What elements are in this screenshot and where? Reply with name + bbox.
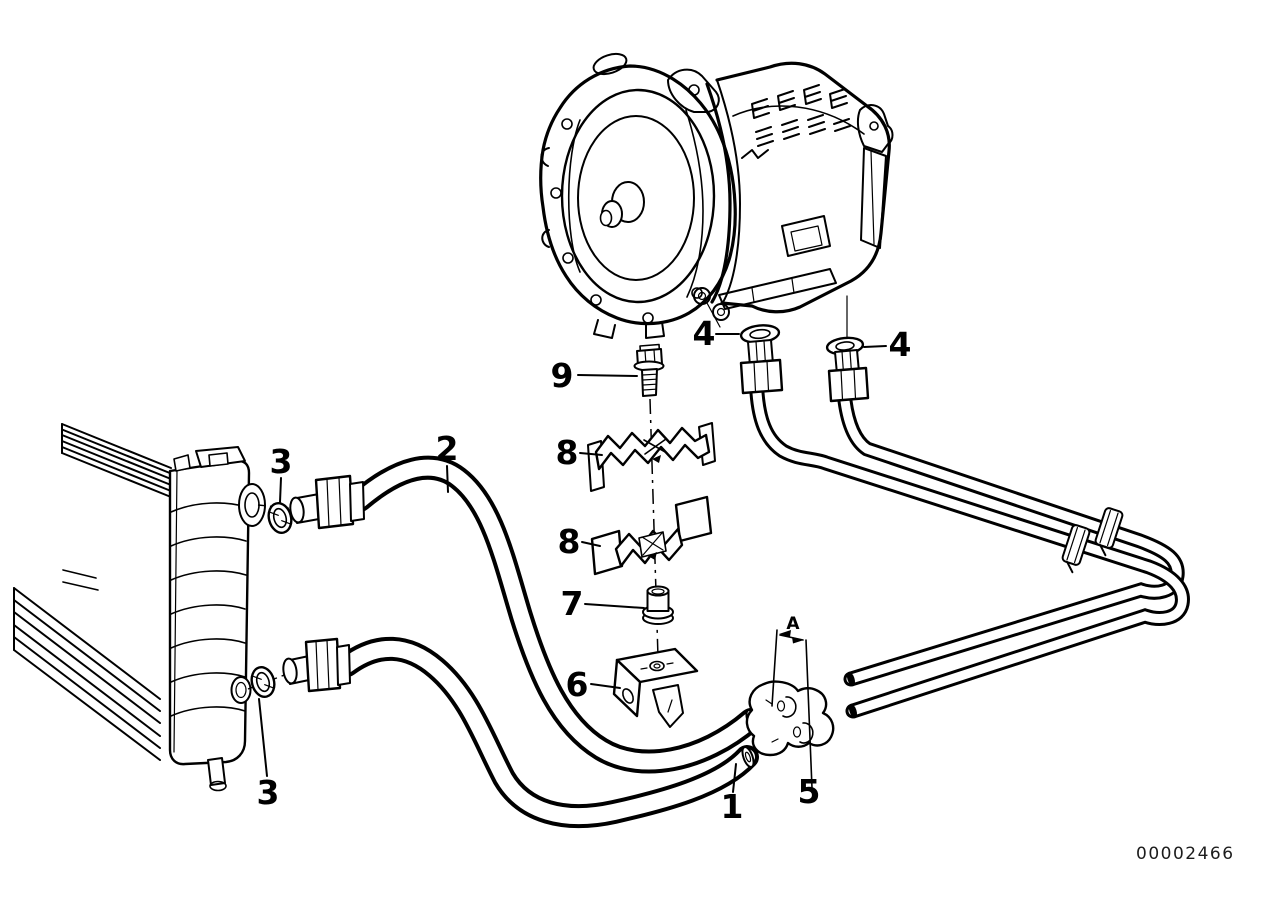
rear-mount-hole bbox=[869, 121, 879, 131]
dimension-ext-left bbox=[771, 629, 778, 707]
bush-7 bbox=[642, 585, 674, 625]
callout-8-upper: 8 bbox=[556, 433, 579, 472]
dimension-label: A bbox=[786, 614, 800, 634]
bracket-6 bbox=[612, 647, 699, 728]
callout-4-right-leader bbox=[863, 345, 887, 348]
torque-converter-ring bbox=[577, 115, 695, 281]
callout-8-lower: 8 bbox=[558, 522, 581, 561]
case-flange-rear bbox=[716, 79, 741, 305]
pipe-fitting-left bbox=[739, 339, 784, 395]
starter-boss-hole bbox=[688, 84, 700, 96]
upper-assembly-axis bbox=[257, 504, 297, 510]
callout-7-leader bbox=[584, 603, 645, 609]
rear-mount-hook bbox=[856, 104, 894, 153]
rear-bar bbox=[860, 147, 887, 249]
pipe-b bbox=[749, 385, 1190, 719]
upper-hose-fill bbox=[352, 459, 759, 770]
clamp-5-hole-2 bbox=[792, 726, 802, 738]
radiator bbox=[13, 423, 266, 792]
clamp-5-detail bbox=[765, 699, 779, 743]
lower-outlet bbox=[230, 676, 252, 704]
transmission bbox=[539, 52, 894, 340]
tank-body bbox=[168, 459, 251, 766]
drawing-number: 00002466 bbox=[1136, 844, 1235, 864]
callout-1-leader bbox=[732, 763, 737, 793]
callout-3-lower-leader bbox=[258, 698, 268, 777]
callout-3-upper: 3 bbox=[270, 442, 293, 481]
shaft-tip bbox=[599, 209, 613, 227]
callout-1: 1 bbox=[721, 787, 744, 826]
case-flange-front bbox=[705, 82, 732, 304]
clamp-5-body bbox=[745, 680, 835, 757]
pipe-a-end bbox=[846, 671, 856, 687]
oil-hoses bbox=[247, 455, 763, 829]
tank-edge-line bbox=[173, 469, 178, 753]
callouts: 1 2 3 3 4 4 5 6 7 8 8 9 bbox=[257, 314, 912, 826]
clamp-8-lower bbox=[590, 495, 713, 576]
starter-boss bbox=[667, 68, 720, 113]
dimension-arrow-right bbox=[792, 637, 804, 644]
tank-top-clip bbox=[173, 452, 229, 472]
callout-2: 2 bbox=[436, 429, 459, 468]
callout-6-leader bbox=[590, 683, 621, 689]
clamp-5-hole-1 bbox=[776, 700, 786, 712]
dimension-arrow-left bbox=[779, 630, 791, 637]
case-ribs bbox=[741, 84, 851, 159]
upper-outlet bbox=[238, 483, 266, 527]
callout-leaders bbox=[258, 333, 887, 793]
dimension-a: A bbox=[771, 614, 813, 789]
callout-2-leader bbox=[446, 465, 449, 493]
bell-inner-edge bbox=[685, 109, 704, 298]
callout-8-lower-leader bbox=[581, 541, 601, 547]
core-top-band bbox=[61, 423, 172, 498]
pipe-b-end bbox=[848, 703, 858, 719]
bolt-9 bbox=[633, 343, 665, 397]
callout-5: 5 bbox=[798, 772, 821, 811]
tank-ribs bbox=[170, 502, 247, 717]
callout-4-right: 4 bbox=[889, 325, 912, 364]
lower-hose-fill bbox=[339, 640, 755, 825]
pipe-fitting-right bbox=[827, 349, 870, 403]
upper-hose-fitting bbox=[289, 474, 365, 530]
top-lug bbox=[592, 52, 628, 76]
bell-ring bbox=[560, 88, 716, 304]
mounting-parts bbox=[587, 343, 716, 728]
lower-hose-end bbox=[741, 746, 755, 768]
pipe-clamp-5: A bbox=[745, 614, 835, 789]
pipe-sleeve-1 bbox=[1061, 524, 1091, 574]
clamp-5-saddles bbox=[782, 696, 814, 744]
dimension-ext-right bbox=[805, 639, 813, 789]
oil-pan-ticks bbox=[751, 278, 795, 303]
bottom-tabs bbox=[593, 319, 665, 339]
callout-9-leader bbox=[577, 374, 638, 377]
core-bottom-band bbox=[13, 569, 161, 761]
pipe-b-fill bbox=[752, 388, 1187, 716]
callout-4-left: 4 bbox=[693, 314, 716, 353]
callout-3-upper-leader bbox=[279, 477, 282, 503]
callout-7: 7 bbox=[561, 584, 584, 623]
lower-hose-fitting bbox=[282, 637, 351, 693]
case-top-edge bbox=[732, 105, 865, 135]
drain-stub-end bbox=[209, 780, 227, 792]
callout-8-upper-leader bbox=[579, 452, 603, 456]
oring-lower bbox=[250, 666, 276, 698]
oil-pipes bbox=[739, 324, 1190, 719]
callout-3-lower: 3 bbox=[257, 773, 280, 812]
case-plate-inner bbox=[790, 225, 823, 252]
callout-9: 9 bbox=[551, 356, 574, 395]
side-lugs bbox=[540, 147, 550, 248]
bell-highlight bbox=[567, 119, 581, 273]
pipe-sleeve-2 bbox=[1094, 507, 1124, 557]
rear-bar-line bbox=[870, 150, 875, 245]
lower-outlet-bore bbox=[235, 681, 247, 699]
cooler-ports bbox=[693, 287, 848, 340]
pipe-a-fill bbox=[840, 396, 1182, 684]
case-plate bbox=[781, 215, 831, 257]
case-outline bbox=[715, 61, 891, 314]
bell-bolt-bosses bbox=[550, 118, 703, 324]
callout-6: 6 bbox=[566, 665, 589, 704]
